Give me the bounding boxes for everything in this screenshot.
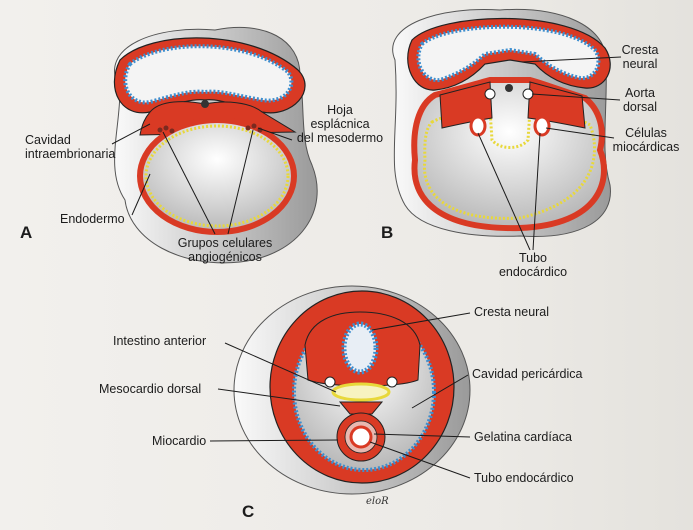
label-splanchnic-line2: esplácnica [310, 117, 370, 131]
label-myocardium: Miocardio [152, 434, 207, 448]
panel-b-neural-tube-outline [416, 24, 601, 83]
label-cells-b: Células miocárdicas [604, 126, 688, 154]
label-tube-b-line2: endocárdico [498, 265, 568, 279]
panel-a-yolk-sac [137, 117, 297, 235]
label-mesocardium: Mesocardio dorsal [99, 382, 202, 396]
label-cells-b-line1: Células [625, 126, 667, 140]
panel-b-aorta-left [484, 88, 496, 100]
panel-b-endoderm-line [422, 108, 596, 220]
artist-signature: eloR [366, 496, 389, 507]
label-aorta-b-line2: dorsal [622, 100, 658, 114]
label-cavity: Cavidad intraembrionaria [25, 133, 115, 161]
panel-b-notochord [505, 84, 513, 92]
label-crest-c: Cresta neural [474, 305, 550, 319]
label-foregut: Intestino anterior [113, 334, 207, 348]
panel-a-letter: A [20, 223, 33, 242]
label-jelly: Gelatina cardíaca [474, 430, 572, 444]
label-angiogenic-line2: angiogénicos [188, 250, 262, 264]
panel-a-neural-plate [123, 44, 294, 105]
label-crest-b-line2: neural [622, 57, 658, 71]
panel-c-endocardial-tube [349, 425, 373, 449]
label-tube-b-line1: Tubo [518, 251, 548, 265]
panel-b-drawing [392, 8, 611, 238]
panel-a-endoderm-line [144, 124, 290, 228]
panel-c-mesocardium [338, 401, 384, 415]
panel-b-endocardial-right [533, 115, 551, 137]
panel-c-aorta-left [324, 376, 336, 388]
label-cavity-line2: intraembrionaria [25, 147, 116, 161]
panel-b-endocardial-left [469, 115, 487, 137]
panel-b-letter: B [381, 223, 394, 242]
panel-b-aorta-right [522, 88, 534, 100]
panel-a-drawing [113, 26, 318, 264]
panel-c-drawing [233, 285, 471, 495]
label-aorta-b-line1: Aorta [625, 86, 655, 100]
label-tube-b: Tubo endocárdico [488, 251, 578, 279]
label-splanchnic-line1: Hoja [327, 103, 353, 117]
label-cavity-line1: Cavidad [25, 133, 71, 147]
label-angiogenic-line1: Grupos celulares [177, 236, 273, 250]
panel-a-notochord [201, 100, 209, 108]
panel-c-aorta-right [386, 376, 398, 388]
label-crest-b-line1: Cresta [621, 43, 659, 57]
label-crest-b: Cresta neural [608, 43, 672, 71]
leader-lines [111, 56, 622, 479]
label-cells-b-line2: miocárdicas [612, 140, 680, 154]
label-endoderm: Endodermo [60, 212, 125, 226]
panel-c-foregut [331, 382, 391, 402]
panel-c-letter: C [242, 502, 255, 521]
label-tube-c: Tubo endocárdico [474, 471, 574, 485]
label-angiogenic: Grupos celulares angiogénicos [160, 236, 290, 264]
label-pericardial: Cavidad pericárdica [472, 367, 583, 381]
label-aorta-b: Aorta dorsal [608, 86, 672, 114]
label-splanchnic: Hoja esplácnica del mesodermo [290, 103, 390, 145]
panel-c-neural-tube [341, 321, 379, 375]
label-splanchnic-line3: del mesodermo [296, 131, 384, 145]
